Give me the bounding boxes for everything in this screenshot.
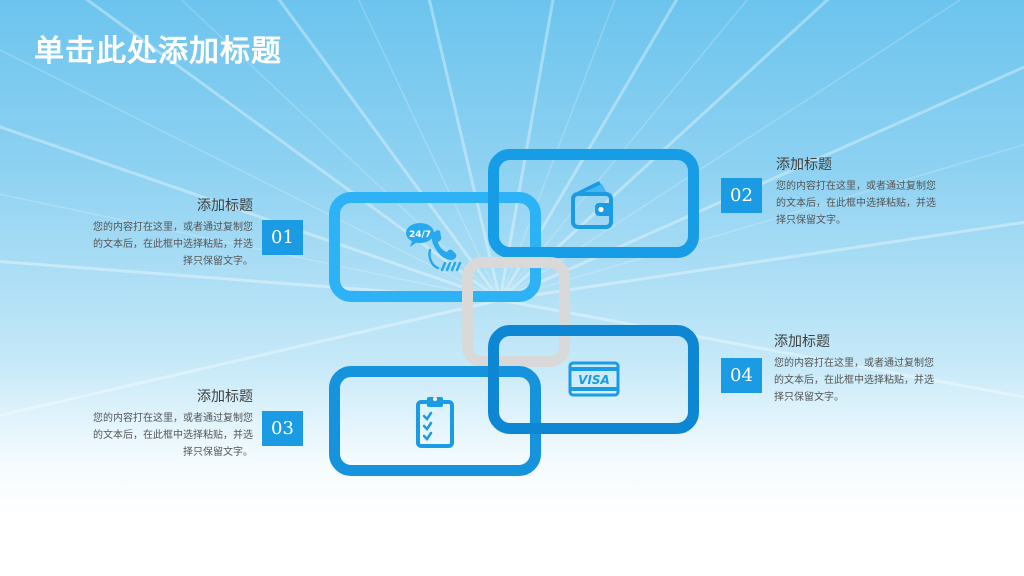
chain-ring-2 [488,149,699,258]
chain-center-ring [462,257,570,367]
text-block-03: 添加标题 您的内容打在这里，或者通过复制您的文本后，在此框中选择粘贴，并选择只保… [93,387,253,461]
slide-title[interactable]: 单击此处添加标题 [34,34,282,69]
block-heading[interactable]: 添加标题 [774,334,830,350]
clipboard-checklist-icon [416,397,454,448]
block-body[interactable]: 您的内容打在这里，或者通过复制您的文本后，在此框中选择粘贴，并选择只保留文字。 [93,413,253,458]
text-block-04: 添加标题 您的内容打在这里，或者通过复制您的文本后，在此框中选择粘贴，并选择只保… [774,332,934,406]
block-body[interactable]: 您的内容打在这里，或者通过复制您的文本后，在此框中选择粘贴，并选择只保留文字。 [93,222,253,267]
block-body[interactable]: 您的内容打在这里，或者通过复制您的文本后，在此框中选择粘贴，并选择只保留文字。 [774,358,934,403]
hours-label: 24/7 [409,230,431,240]
phone-24-7-icon: 24/7 [406,223,462,272]
visa-card-icon: VISA [568,361,620,397]
visa-label: VISA [578,373,610,387]
number-badge-04: 04 [721,358,762,393]
chain-ring-4 [488,325,699,434]
block-heading[interactable]: 添加标题 [776,157,832,173]
number-badge-02: 02 [721,178,762,213]
block-heading[interactable]: 添加标题 [197,198,253,214]
block-heading[interactable]: 添加标题 [197,389,253,405]
number-badge-03: 03 [262,411,303,446]
block-body[interactable]: 您的内容打在这里，或者通过复制您的文本后，在此框中选择粘贴，并选择只保留文字。 [776,181,936,226]
chain-ring-3 [329,366,541,476]
text-block-01: 添加标题 您的内容打在这里，或者通过复制您的文本后，在此框中选择粘贴，并选择只保… [93,196,253,270]
wallet-icon [571,181,613,229]
number-badge-01: 01 [262,220,303,255]
text-block-02: 添加标题 您的内容打在这里，或者通过复制您的文本后，在此框中选择粘贴，并选择只保… [776,155,936,229]
